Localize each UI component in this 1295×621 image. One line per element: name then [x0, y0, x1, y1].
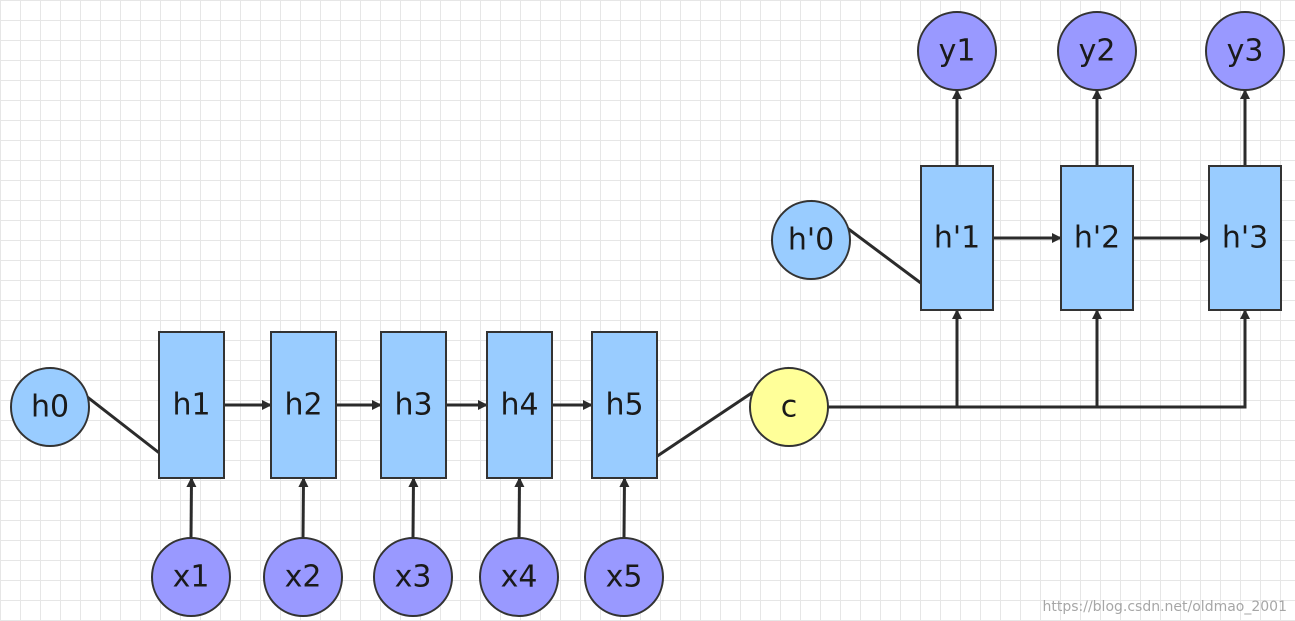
node-c: c — [749, 367, 829, 447]
node-x4-circle — [479, 537, 559, 617]
edge-x2-to-h2 — [298, 477, 309, 539]
node-x5-label: x5 — [606, 560, 643, 595]
node-x3-circle — [373, 537, 453, 617]
node-hp1-label: h'1 — [934, 221, 980, 256]
node-h2-box — [270, 331, 337, 479]
node-hp0-circle — [771, 200, 851, 280]
node-x2: x2 — [263, 537, 343, 617]
node-x4: x4 — [479, 537, 559, 617]
node-c-label: c — [781, 390, 798, 425]
node-x3-label: x3 — [395, 560, 432, 595]
node-x5: x5 — [584, 537, 664, 617]
edge-c-to-hp3 — [828, 309, 1250, 409]
node-h4-label: h4 — [500, 388, 538, 423]
node-y1: y1 — [917, 11, 997, 91]
node-y2-label: y2 — [1079, 34, 1116, 69]
edge-x4-to-h4 — [514, 477, 525, 539]
node-y1-label: y1 — [939, 34, 976, 69]
node-h5: h5 — [591, 331, 658, 479]
node-h5-label: h5 — [605, 388, 643, 423]
node-hp3-box — [1208, 165, 1282, 311]
node-h0-label: h0 — [31, 390, 69, 425]
node-hp2-label: h'2 — [1074, 221, 1120, 256]
node-h1-label: h1 — [172, 388, 210, 423]
node-hp3: h'3 — [1208, 165, 1282, 311]
node-x1-label: x1 — [173, 560, 210, 595]
node-h3-box — [380, 331, 447, 479]
node-hp2: h'2 — [1060, 165, 1134, 311]
node-y2: y2 — [1057, 11, 1137, 91]
node-h1: h1 — [158, 331, 225, 479]
node-x2-label: x2 — [285, 560, 322, 595]
node-x2-circle — [263, 537, 343, 617]
node-h1-box — [158, 331, 225, 479]
node-h0-circle — [10, 367, 90, 447]
node-x5-circle — [584, 537, 664, 617]
node-h3-label: h3 — [394, 388, 432, 423]
nodes-layer: h0 h1 h2 h3 h4 h5 x1 x2 x3 x4 x5 c h'0 h'1 h'2 h'3 y1 y2 y… — [10, 11, 1285, 617]
node-x3: x3 — [373, 537, 453, 617]
node-h4: h4 — [486, 331, 553, 479]
edge-x3-to-h3 — [408, 477, 419, 539]
edge-x5-to-h5 — [619, 477, 630, 539]
node-hp0: h'0 — [771, 200, 851, 280]
node-h2-label: h2 — [284, 388, 322, 423]
node-hp3-label: h'3 — [1222, 221, 1268, 256]
watermark: https://blog.csdn.net/oldmao_2001 — [1042, 599, 1287, 615]
node-h5-box — [591, 331, 658, 479]
node-y2-circle — [1057, 11, 1137, 91]
edge-c-to-hp1 — [828, 309, 962, 409]
node-h3: h3 — [380, 331, 447, 479]
node-x4-label: x4 — [501, 560, 538, 595]
node-h0: h0 — [10, 367, 90, 447]
node-x1-circle — [151, 537, 231, 617]
node-hp1: h'1 — [920, 165, 994, 311]
node-y3: y3 — [1205, 11, 1285, 91]
edge-x1-to-h1 — [186, 477, 197, 539]
node-h2: h2 — [270, 331, 337, 479]
node-hp1-box — [920, 165, 994, 311]
node-h4-box — [486, 331, 553, 479]
node-x1: x1 — [151, 537, 231, 617]
edge-c-to-hp2 — [828, 309, 1102, 409]
node-hp2-box — [1060, 165, 1134, 311]
node-y3-label: y3 — [1227, 34, 1264, 69]
node-y1-circle — [917, 11, 997, 91]
node-hp0-label: h'0 — [788, 223, 834, 258]
node-y3-circle — [1205, 11, 1285, 91]
node-c-circle — [749, 367, 829, 447]
